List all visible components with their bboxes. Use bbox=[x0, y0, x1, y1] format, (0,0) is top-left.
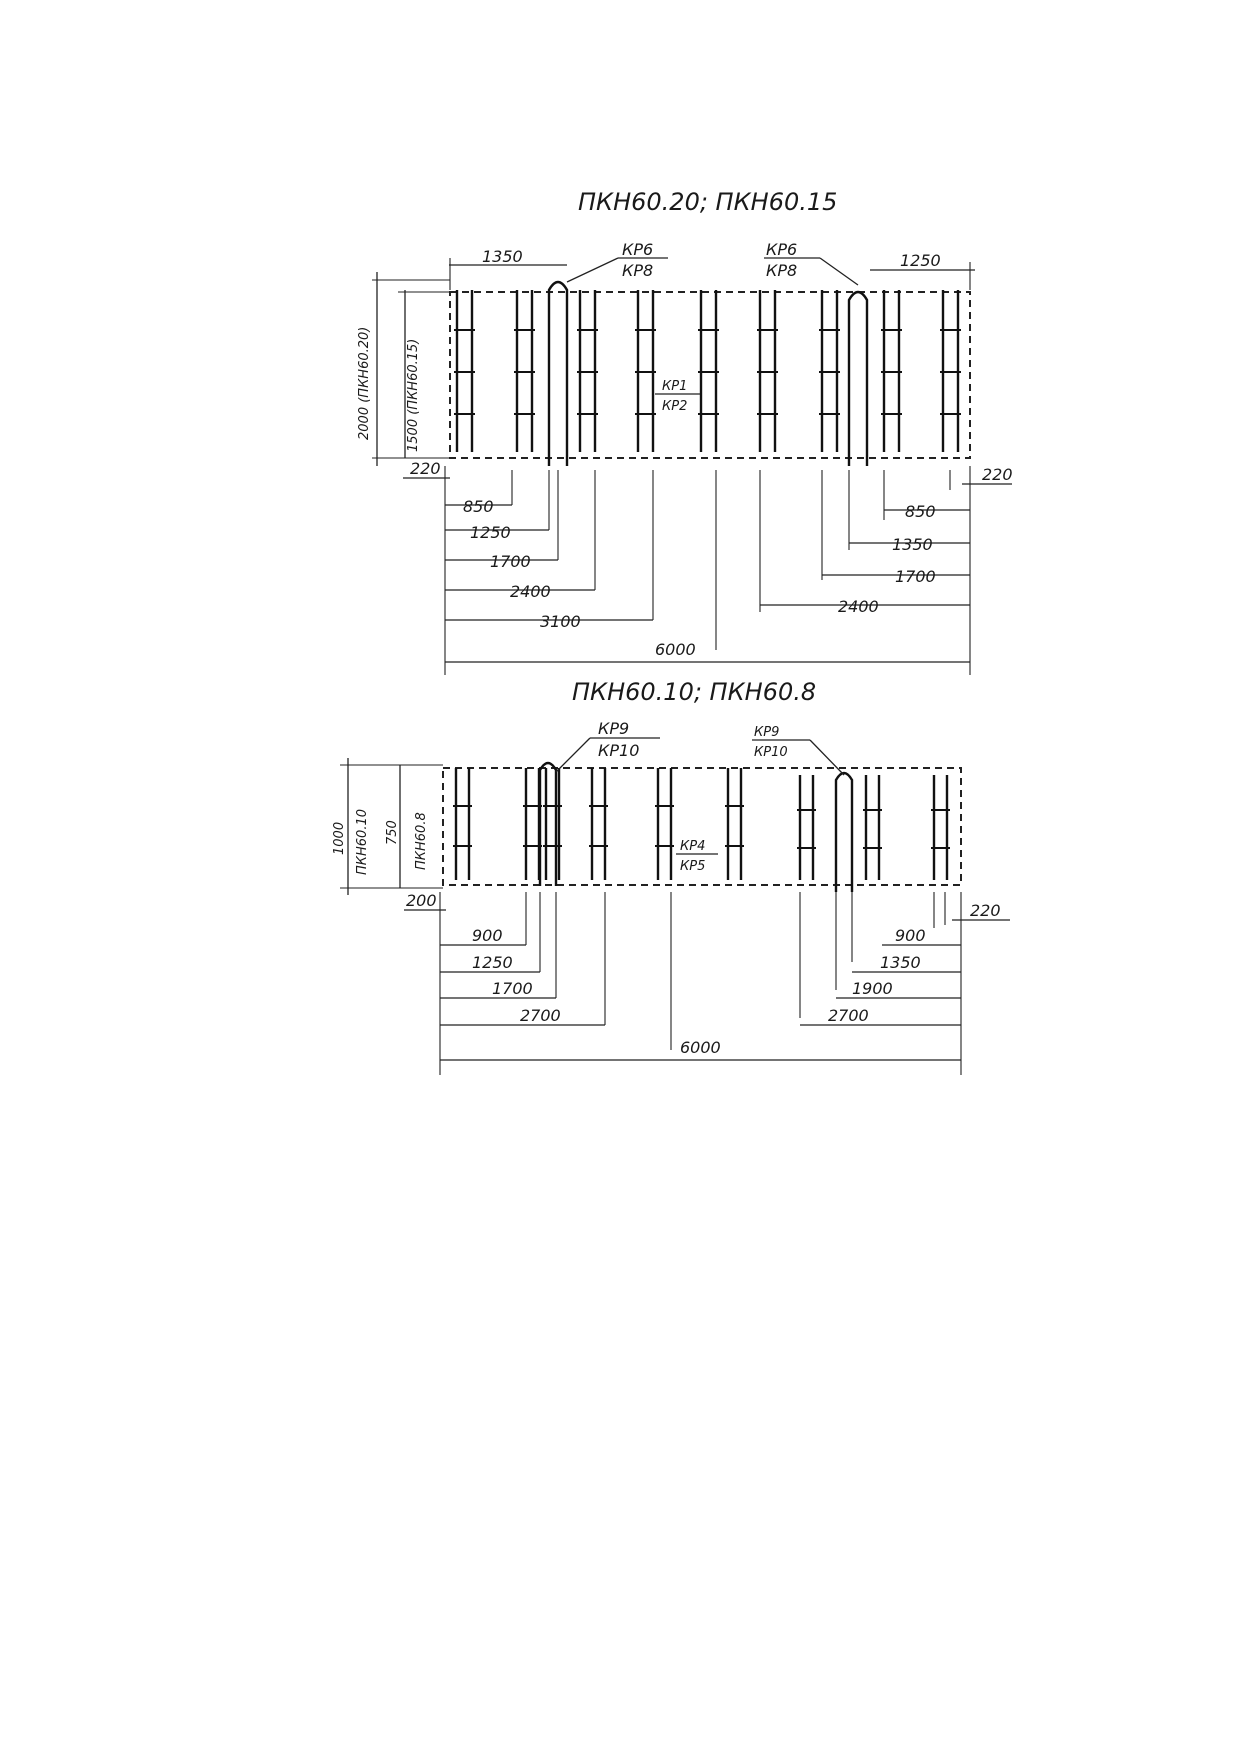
right-dims-bottom: 220 900 1350 1900 2700 bbox=[799, 892, 1010, 1026]
rebar-cages-top bbox=[454, 290, 961, 452]
callout-right-bottom-lower: КР10 bbox=[754, 745, 788, 760]
dim-left-bottom-1: 900 bbox=[472, 926, 503, 945]
callout-left-bottom-upper: КР9 bbox=[598, 719, 629, 738]
height-label-outer-top: 2000 (ПКН60.20) bbox=[357, 327, 372, 440]
height-label-outer-bottom: 1000 bbox=[332, 822, 347, 855]
drawing-top-title: ПКН60.20; ПКН60.15 bbox=[578, 188, 837, 216]
dim-left-top-3: 1700 bbox=[490, 552, 531, 571]
height-label-inner-sub-bottom: ПКН60.8 bbox=[414, 812, 429, 870]
dim-left-top-6: 6000 bbox=[655, 640, 696, 659]
rebar-cage bbox=[931, 775, 950, 880]
dim-right-top-1: 850 bbox=[905, 502, 936, 521]
lifting-loop-right-top bbox=[847, 290, 869, 466]
height-label-inner-bottom: 750 bbox=[385, 820, 400, 845]
callout-right-bottom-upper: КР9 bbox=[754, 725, 779, 740]
rebar-cage bbox=[454, 290, 475, 452]
callout-left-bottom: КР9 КР10 bbox=[555, 719, 660, 773]
panel-outline-top bbox=[449, 291, 971, 459]
dim-top-left: 1350 bbox=[482, 247, 523, 266]
rebar-cage bbox=[940, 290, 961, 452]
callout-middle-top: КР1 КР2 bbox=[655, 379, 700, 414]
dim-right-bottom-2: 1350 bbox=[880, 953, 921, 972]
callout-left-top-upper: КР6 bbox=[622, 240, 653, 259]
dim-right-top-3: 1700 bbox=[895, 567, 936, 586]
callout-left-top-lower: КР8 bbox=[622, 261, 653, 280]
dim-right-top-4: 2400 bbox=[838, 597, 879, 616]
dim-left-bottom-2: 1250 bbox=[472, 953, 513, 972]
rebar-cage bbox=[819, 290, 840, 452]
dim-left-top-1: 850 bbox=[463, 497, 494, 516]
left-dims-top: 220 850 1250 1700 2400 3100 6000 bbox=[403, 459, 971, 675]
callout-middle-top-lower: КР2 bbox=[662, 399, 687, 414]
callout-middle-bottom: КР4 КР5 bbox=[676, 839, 718, 874]
height-label-outer-sub-bottom: ПКН60.10 bbox=[355, 809, 370, 875]
drawing-top: ПКН60.20; ПКН60.15 КР6 КР8 bbox=[357, 188, 1013, 675]
right-dims-top: 220 850 1350 1700 2400 bbox=[759, 465, 1013, 616]
callout-left-top: КР6 КР8 bbox=[566, 240, 668, 283]
rebar-cages-bottom bbox=[453, 768, 950, 880]
rebar-cage bbox=[655, 768, 674, 880]
dim-left-bottom-5: 6000 bbox=[680, 1038, 721, 1057]
callout-right-bottom: КР9 КР10 bbox=[752, 725, 845, 776]
dim-left-bottom-3: 1700 bbox=[492, 979, 533, 998]
rebar-cage bbox=[725, 768, 744, 880]
dim-right-top-2: 1350 bbox=[892, 535, 933, 554]
dim-right-bottom-0: 220 bbox=[970, 901, 1001, 920]
rebar-cage bbox=[453, 768, 472, 880]
rebar-cage bbox=[514, 290, 535, 452]
callout-right-top-lower: КР8 bbox=[766, 261, 797, 280]
callout-left-bottom-lower: КР10 bbox=[598, 741, 639, 760]
callout-right-top: КР6 КР8 bbox=[764, 240, 859, 286]
dim-right-bottom-1: 900 bbox=[895, 926, 926, 945]
rebar-cage bbox=[577, 290, 598, 452]
drawing-bottom-title: ПКН60.10; ПКН60.8 bbox=[572, 678, 816, 706]
rebar-cage bbox=[863, 775, 882, 880]
dim-left-top-2: 1250 bbox=[470, 523, 511, 542]
dim-left-top-4: 2400 bbox=[510, 582, 551, 601]
lifting-loop-left-bottom bbox=[538, 761, 558, 886]
dim-right-bottom-4: 2700 bbox=[828, 1006, 869, 1025]
dim-right-top-0: 220 bbox=[982, 465, 1013, 484]
left-dims-bottom: 200 900 1250 1700 2700 6000 bbox=[404, 891, 962, 1075]
callout-middle-bottom-upper: КР4 bbox=[680, 839, 705, 854]
dim-left-top-5: 3100 bbox=[540, 612, 581, 631]
rebar-cage bbox=[881, 290, 902, 452]
dim-top-right: 1250 bbox=[900, 251, 941, 270]
rebar-cage bbox=[757, 290, 778, 452]
panel-outline-bottom bbox=[442, 767, 962, 886]
height-dims-bottom: 1000 ПКН60.10 750 ПКН60.8 bbox=[332, 758, 443, 895]
callout-middle-bottom-lower: КР5 bbox=[680, 859, 705, 874]
height-dims-top: 2000 (ПКН60.20) 1500 (ПКН60.15) bbox=[357, 272, 450, 466]
dim-left-bottom-4: 2700 bbox=[520, 1006, 561, 1025]
callout-middle-top-upper: КР1 bbox=[662, 379, 687, 394]
dim-right-bottom-3: 1900 bbox=[852, 979, 893, 998]
dim-left-top-0: 220 bbox=[410, 459, 441, 478]
rebar-cage bbox=[543, 768, 562, 880]
top-dims-top: 1350 1250 bbox=[449, 247, 975, 290]
lifting-loop-left-top bbox=[547, 280, 569, 466]
dim-left-bottom-0: 200 bbox=[406, 891, 437, 910]
rebar-cage bbox=[589, 768, 608, 880]
lifting-loop-right-bottom bbox=[834, 771, 854, 892]
rebar-cage bbox=[797, 775, 816, 880]
drawing-bottom: ПКН60.10; ПКН60.8 КР9 КР10 КР9 КР10 bbox=[332, 678, 1010, 1075]
rebar-cage bbox=[698, 290, 719, 452]
callout-right-top-upper: КР6 bbox=[766, 240, 797, 259]
height-label-inner-top: 1500 (ПКН60.15) bbox=[406, 339, 421, 452]
rebar-cage bbox=[635, 290, 656, 452]
